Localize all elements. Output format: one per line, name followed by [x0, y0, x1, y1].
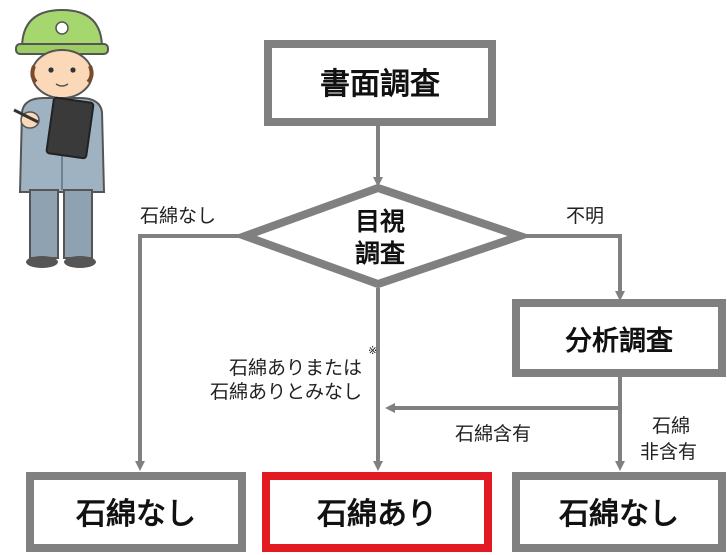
- worker-with-clipboard-icon: [13, 8, 109, 268]
- edge-label-center-note-mark: ※: [368, 344, 377, 357]
- edge-label-center-line2: 石綿ありとみなし: [210, 381, 362, 403]
- visual-survey-label-line1: 目視: [355, 207, 405, 236]
- edge-label-contains: 石綿含有: [455, 423, 531, 445]
- document-survey-box: 書面調査: [264, 40, 496, 126]
- edge-label-not-contains-line1: 石綿: [652, 415, 690, 437]
- document-survey-label: 書面調査: [320, 67, 440, 102]
- result-left-label: 石綿なし: [75, 497, 196, 532]
- analysis-survey-label: 分析調査: [565, 325, 673, 357]
- result-right-label: 石綿なし: [558, 497, 679, 532]
- visual-survey-diamond: 目視 調査: [233, 183, 533, 289]
- connector-visual-to-analysis: [520, 234, 625, 301]
- result-left-box: 石綿なし: [26, 472, 246, 552]
- analysis-survey-box: 分析調査: [512, 299, 726, 377]
- connector-visual-to-left-result: [135, 234, 245, 471]
- edge-label-no-asbestos: 石綿なし: [140, 205, 216, 227]
- edge-label-center-line1: 石綿ありまたは: [229, 357, 362, 379]
- result-right-box: 石綿なし: [512, 472, 726, 552]
- result-center-label: 石綿あり: [316, 497, 437, 532]
- connectors: [135, 122, 625, 471]
- edge-label-not-contains-line2: 非含有: [640, 441, 697, 463]
- result-center-box: 石綿あり: [262, 472, 492, 552]
- edge-label-unknown: 不明: [566, 205, 604, 227]
- visual-survey-label-line2: 調査: [355, 239, 405, 268]
